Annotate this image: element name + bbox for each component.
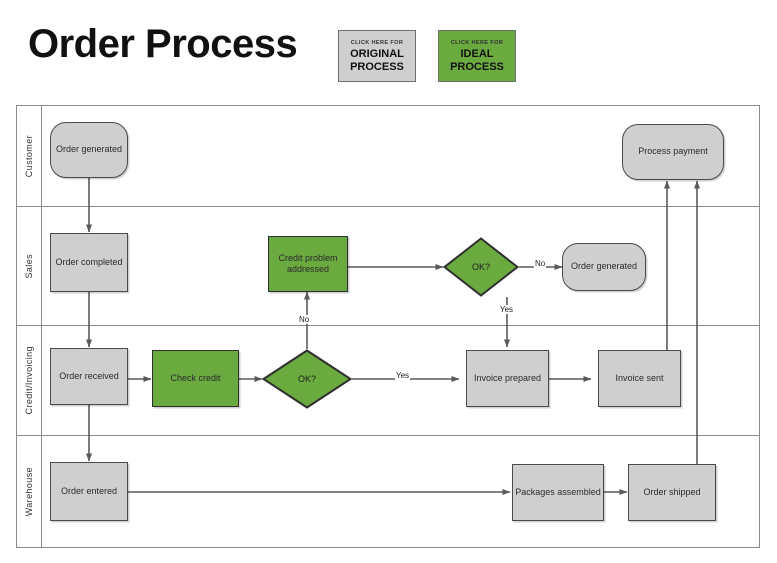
swimlane-label-warehouse-text: Warehouse (24, 466, 34, 517)
node-order-shipped[interactable]: Order shipped (628, 464, 716, 521)
node-check-credit[interactable]: Check credit (152, 350, 239, 407)
node-process-payment[interactable]: Process payment (622, 124, 724, 180)
node-invoice-prepared[interactable]: Invoice prepared (466, 350, 549, 407)
swimlane-label-credit-invoicing-text: Credit/Invoicing (24, 346, 34, 415)
node-packages-assembled[interactable]: Packages assembled (512, 464, 604, 521)
swimlane-warehouse: Warehouse (17, 436, 759, 547)
node-credit-problem-addressed[interactable]: Credit problem addressed (268, 236, 348, 292)
swimlane-label-warehouse: Warehouse (17, 436, 42, 547)
node-ok-decision-credit[interactable]: OK? (262, 349, 352, 409)
swimlane-frame: Customer Sales Credit/Invoicing Warehous… (16, 105, 760, 548)
edge-label-yes-credit: Yes (395, 371, 411, 380)
swimlane-label-sales-text: Sales (24, 253, 34, 279)
swimlane-credit-invoicing: Credit/Invoicing (17, 326, 759, 436)
swimlane-customer: Customer (17, 106, 759, 207)
ideal-process-button[interactable]: Click here for Ideal Process (438, 30, 516, 82)
ideal-process-kicker: Click here for (450, 39, 504, 46)
node-order-received[interactable]: Order received (50, 348, 128, 405)
node-ok-decision-sales[interactable]: OK? (443, 237, 519, 297)
node-order-generated[interactable]: Order generated (50, 122, 128, 178)
original-process-line2: Process (350, 60, 404, 73)
ideal-process-line2: Process (450, 60, 504, 73)
node-ok-decision-credit-label: OK? (297, 374, 316, 384)
swimlane-label-customer: Customer (17, 106, 42, 206)
swimlane-label-customer-text: Customer (24, 134, 34, 178)
original-process-line1: Original (350, 47, 404, 60)
original-process-kicker: Click here for (350, 39, 404, 46)
edge-label-yes-sales: Yes (499, 305, 515, 314)
node-order-entered[interactable]: Order entered (50, 462, 128, 521)
page-title: Order Process (28, 22, 298, 66)
swimlane-sales: Sales (17, 207, 759, 326)
diamond-shape-credit (262, 349, 352, 409)
edge-label-no-sales: No (534, 259, 547, 268)
ideal-process-line1: Ideal (460, 47, 494, 60)
node-ok-decision-sales-label: OK? (471, 262, 490, 272)
swimlane-label-sales: Sales (17, 207, 42, 325)
original-process-button[interactable]: Click here for Original Process (338, 30, 416, 82)
swimlane-label-credit-invoicing: Credit/Invoicing (17, 326, 42, 435)
node-order-completed[interactable]: Order completed (50, 233, 128, 292)
edge-label-no-credit: No (298, 315, 311, 324)
diamond-shape-sales (443, 237, 519, 297)
node-order-generated-2[interactable]: Order generated (562, 243, 646, 291)
node-invoice-sent[interactable]: Invoice sent (598, 350, 681, 407)
